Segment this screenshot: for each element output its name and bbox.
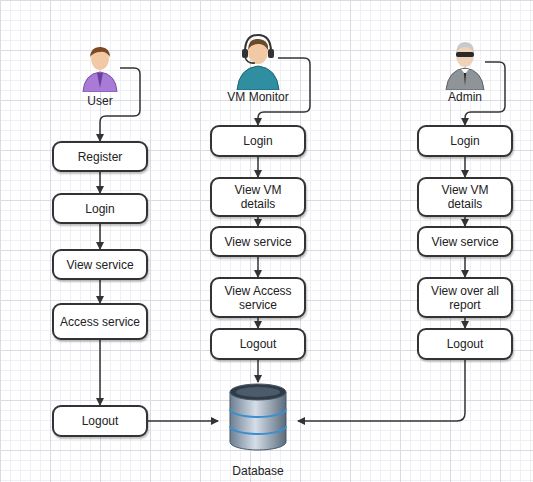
step-label: View Access service bbox=[217, 284, 299, 312]
actor-figure: Admin bbox=[433, 36, 497, 104]
flow-arrow bbox=[148, 420, 218, 422]
actor-label: User bbox=[87, 94, 112, 108]
flow-arrow bbox=[257, 157, 259, 177]
process-box: Login bbox=[210, 125, 306, 157]
step-label: View over all report bbox=[424, 284, 506, 312]
process-box: View service bbox=[417, 226, 513, 257]
process-box: View VM details bbox=[210, 177, 306, 217]
step-label: View service bbox=[66, 258, 133, 272]
step-label: Login bbox=[85, 202, 114, 216]
flow-arrow bbox=[257, 318, 259, 328]
process-box: Login bbox=[417, 125, 513, 157]
monitor-icon bbox=[231, 32, 285, 90]
process-box: View over all report bbox=[417, 277, 513, 318]
step-label: View service bbox=[224, 235, 291, 249]
flow-arrow bbox=[298, 360, 465, 421]
process-box: Register bbox=[52, 141, 148, 172]
process-box: Access service bbox=[52, 303, 148, 340]
user-icon bbox=[75, 42, 125, 92]
flow-arrow bbox=[464, 318, 466, 328]
flow-arrow bbox=[257, 360, 259, 382]
step-label: View VM details bbox=[217, 183, 299, 211]
admin-icon bbox=[440, 36, 490, 90]
actor-figure: User bbox=[68, 42, 132, 108]
actor-figure: VM Monitor bbox=[214, 32, 302, 104]
process-box: Login bbox=[52, 193, 148, 224]
step-label: View VM details bbox=[424, 183, 506, 211]
process-box: View VM details bbox=[417, 177, 513, 217]
flow-arrow bbox=[464, 257, 466, 277]
process-box: View service bbox=[210, 226, 306, 257]
step-label: Logout bbox=[447, 337, 484, 351]
process-box: Logout bbox=[52, 405, 148, 437]
flow-arrow bbox=[99, 224, 101, 249]
actor-label: VM Monitor bbox=[227, 90, 288, 104]
actor-figure: Database bbox=[218, 382, 298, 478]
step-label: Logout bbox=[240, 337, 277, 351]
step-label: Login bbox=[243, 134, 272, 148]
flow-arrow bbox=[99, 172, 101, 193]
flow-arrow bbox=[99, 280, 101, 303]
step-label: Login bbox=[450, 134, 479, 148]
actor-label: Database bbox=[232, 464, 283, 478]
flow-arrow bbox=[464, 217, 466, 226]
step-label: Access service bbox=[60, 315, 140, 329]
flow-arrow bbox=[257, 257, 259, 277]
database-icon bbox=[226, 382, 290, 452]
flow-arrow bbox=[464, 157, 466, 177]
step-label: View service bbox=[431, 235, 498, 249]
flow-arrow bbox=[257, 217, 259, 226]
flow-arrow bbox=[99, 340, 101, 405]
step-label: Logout bbox=[82, 414, 119, 428]
process-box: Logout bbox=[417, 328, 513, 360]
process-box: Logout bbox=[210, 328, 306, 360]
step-label: Register bbox=[78, 150, 123, 164]
process-box: View Access service bbox=[210, 277, 306, 318]
process-box: View service bbox=[52, 249, 148, 280]
actor-label: Admin bbox=[448, 90, 482, 104]
